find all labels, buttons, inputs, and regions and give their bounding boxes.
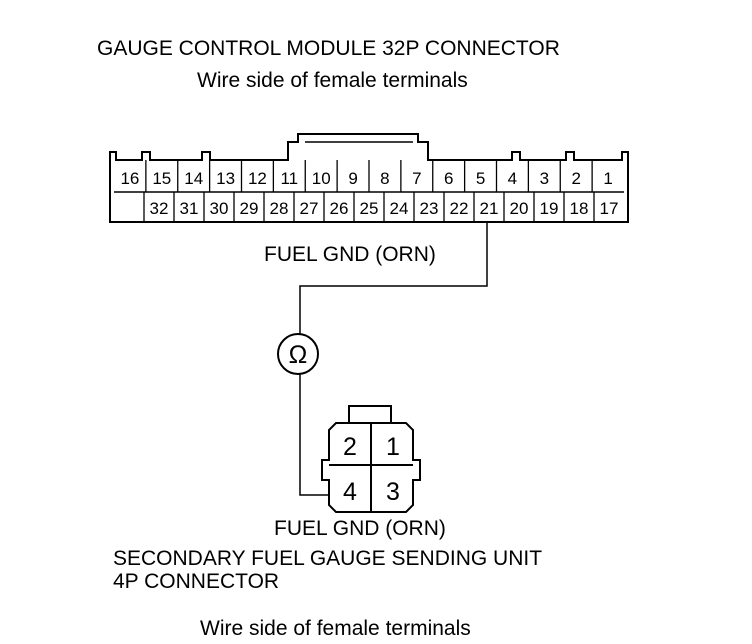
- ohmmeter-icon: [277, 333, 319, 375]
- gcm-pin-15: 15: [152, 169, 171, 188]
- gcm-pin-21: 21: [480, 199, 499, 218]
- gcm-pin-31: 31: [180, 199, 199, 218]
- sending-unit-wire-label: FUEL GND (ORN): [274, 517, 446, 540]
- sending-unit-connector-housing: [321, 422, 421, 513]
- gcm-pin-25: 25: [360, 199, 379, 218]
- sending-unit-title-line1: SECONDARY FUEL GAUGE SENDING UNIT: [113, 547, 543, 570]
- fuel-gnd-wire-upper: [299, 222, 488, 334]
- gcm-pin-17: 17: [600, 199, 619, 218]
- gcm-pin-24: 24: [390, 199, 409, 218]
- sending-unit-pin-4: 4: [343, 478, 357, 506]
- gcm-pin-30: 30: [210, 199, 229, 218]
- gcm-pin-2: 2: [571, 169, 580, 188]
- gcm-pin-12: 12: [248, 169, 267, 188]
- gcm-pin-22: 22: [450, 199, 469, 218]
- gcm-pin-28: 28: [270, 199, 289, 218]
- gcm-pin-1: 1: [603, 169, 612, 188]
- gcm-pin-13: 13: [216, 169, 235, 188]
- gcm-connector-subtitle: Wire side of female terminals: [197, 69, 468, 92]
- sending-unit-pin-2: 2: [343, 433, 357, 461]
- gcm-pin-18: 18: [570, 199, 589, 218]
- gcm-pin-23: 23: [420, 199, 439, 218]
- sending-unit-title-line2: 4P CONNECTOR: [113, 570, 280, 593]
- gcm-pin-29: 29: [240, 199, 259, 218]
- gcm-pin-4: 4: [508, 169, 517, 188]
- sending-unit-subtitle: Wire side of female terminals: [200, 617, 471, 640]
- gcm-pin-6: 6: [444, 169, 453, 188]
- gcm-pin-20: 20: [510, 199, 529, 218]
- gcm-pin-19: 19: [540, 199, 559, 218]
- sending-unit-lock-tab: [348, 405, 392, 424]
- gcm-pin-8: 8: [380, 169, 389, 188]
- gcm-pin-9: 9: [348, 169, 357, 188]
- sending-unit-pin-1: 1: [386, 433, 400, 461]
- gcm-pin-11: 11: [280, 169, 298, 188]
- fuel-gnd-wire-lower: [299, 374, 328, 496]
- gcm-pin-26: 26: [330, 199, 349, 218]
- gcm-pin-7: 7: [412, 169, 421, 188]
- gcm-pin-32: 32: [150, 199, 169, 218]
- gcm-connector-title: GAUGE CONTROL MODULE 32P CONNECTOR: [97, 37, 560, 60]
- gcm-pin-14: 14: [184, 169, 203, 188]
- gcm-pin-27: 27: [300, 199, 319, 218]
- gcm-pin-16: 16: [120, 169, 139, 188]
- ohm-symbol: Ω: [289, 341, 308, 369]
- gcm-pin-5: 5: [476, 169, 485, 188]
- sending-unit-pin-3: 3: [386, 478, 400, 506]
- gcm-wire-label: FUEL GND (ORN): [264, 243, 436, 266]
- gcm-pin-3: 3: [540, 169, 549, 188]
- gcm-pin-10: 10: [312, 169, 331, 188]
- gcm-connector-housing: [109, 133, 629, 223]
